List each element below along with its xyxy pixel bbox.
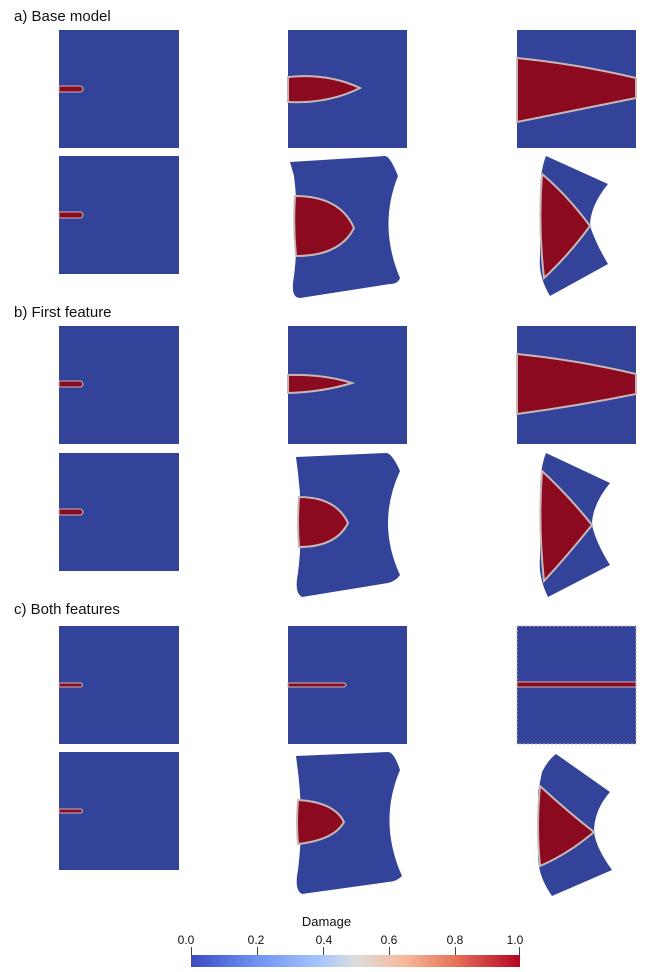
- section-title-c: c) Both features: [14, 601, 120, 618]
- panel-a-row1-initial: [58, 30, 179, 148]
- section-title-b: b) First feature: [14, 304, 112, 321]
- colorbar-tickmark-1: [257, 947, 258, 955]
- colorbar-gradient: [191, 955, 520, 967]
- panel-c-row2-mid: [296, 752, 406, 894]
- colorbar-tick-4: 0.8: [446, 933, 464, 947]
- colorbar-title: Damage: [301, 914, 352, 929]
- panel-a-row2-mid: [290, 156, 405, 298]
- colorbar-tick-2: 0.4: [315, 933, 333, 947]
- colorbar-tickmark-4: [455, 947, 456, 955]
- panel-b-row2-initial: [58, 453, 179, 571]
- panel-a-row1-mid: [287, 30, 407, 148]
- panel-b-row1-initial: [58, 326, 179, 444]
- panel-c-row2-final: [537, 752, 618, 896]
- panel-a-row1-final: [516, 30, 637, 148]
- panel-c-row1-initial: [58, 626, 179, 744]
- panel-b-row2-mid: [296, 453, 406, 597]
- colorbar-tickmark-5: [519, 947, 520, 955]
- section-title-a: a) Base model: [14, 8, 111, 25]
- colorbar-tick-0: 0.0: [177, 933, 195, 947]
- colorbar-tickmark-3: [389, 947, 390, 955]
- panel-b-row1-final: [516, 326, 637, 444]
- panel-b-row2-final: [538, 453, 618, 597]
- colorbar-tickmark-2: [323, 947, 324, 955]
- panel-c-row1-mid: [287, 626, 407, 744]
- colorbar-tick-3: 0.6: [380, 933, 398, 947]
- colorbar-tickmark-0: [191, 947, 192, 955]
- panel-a-row2-initial: [58, 156, 179, 274]
- colorbar-tick-1: 0.2: [247, 933, 265, 947]
- panel-c-row1-final: [516, 625, 637, 745]
- colorbar-tick-5: 1.0: [506, 933, 524, 947]
- panel-a-row2-final: [538, 156, 618, 298]
- panel-b-row1-mid: [287, 326, 407, 444]
- panel-c-row2-initial: [58, 752, 179, 870]
